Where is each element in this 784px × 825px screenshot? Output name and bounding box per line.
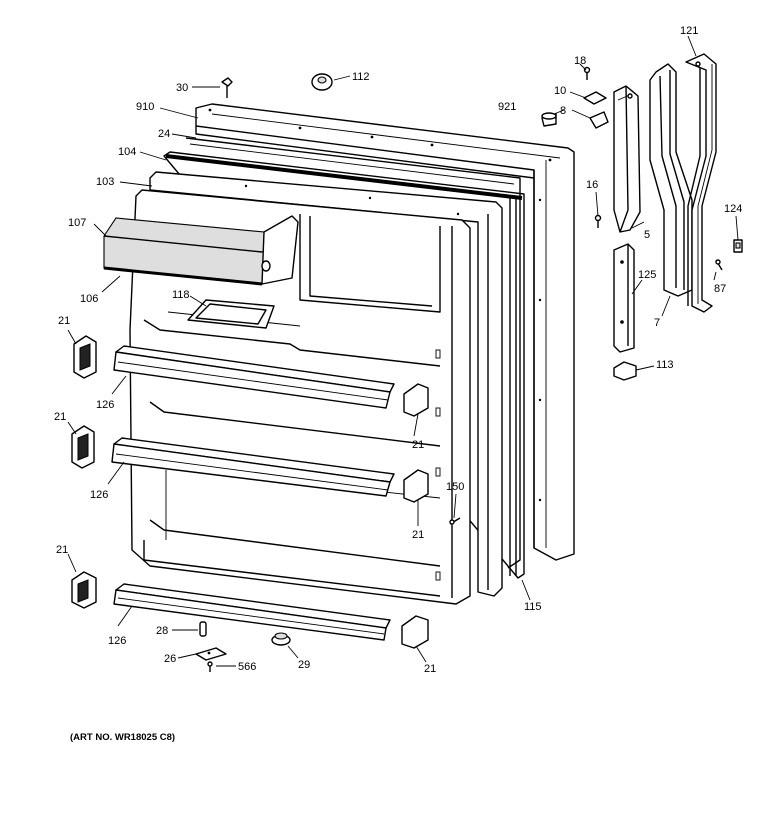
plug-112	[311, 73, 333, 91]
screw-16	[594, 214, 602, 228]
callout-124: 124	[724, 203, 742, 215]
callout-126-middle: 126	[90, 489, 108, 501]
screw-30	[221, 77, 233, 98]
outer-door-panel	[195, 103, 575, 561]
callout-7: 7	[654, 317, 660, 329]
callout-126-upper: 126	[96, 399, 114, 411]
callout-21-right-2: 21	[412, 529, 424, 541]
callout-126-lower: 126	[108, 635, 126, 647]
door-stop-29	[271, 632, 291, 646]
callout-112: 112	[352, 71, 370, 83]
screw-566	[207, 661, 213, 672]
shelf-end-cap-right-3	[401, 615, 429, 649]
callout-103: 103	[96, 176, 114, 188]
callout-106: 106	[80, 293, 98, 305]
dairy-compartment-door	[103, 215, 299, 285]
callout-21-left-3: 21	[56, 544, 68, 556]
callout-921: 921	[498, 101, 516, 113]
pin-28	[199, 621, 207, 637]
shelf-end-cap-right-1	[403, 383, 429, 417]
callout-87: 87	[714, 283, 726, 295]
shelf-end-cap-left-1	[73, 335, 97, 379]
shelf-end-cap-right-2	[403, 469, 429, 503]
callout-21-left-2: 21	[54, 411, 66, 423]
callout-118: 118	[172, 289, 190, 301]
screw-87	[715, 259, 723, 271]
door-handle-121	[685, 53, 717, 313]
door-insulation	[185, 137, 521, 569]
callout-566: 566	[238, 661, 256, 673]
callout-24: 24	[158, 128, 170, 140]
callout-5: 5	[644, 229, 650, 241]
callout-29: 29	[298, 659, 310, 671]
callout-10: 10	[554, 85, 566, 97]
shelf-end-cap-left-2	[71, 425, 95, 469]
callout-21-left-1: 21	[58, 315, 70, 327]
callout-104: 104	[118, 146, 136, 158]
egg-tray	[187, 299, 275, 329]
callout-30: 30	[176, 82, 188, 94]
hinge-bracket-5	[613, 85, 641, 233]
callout-121: 121	[680, 25, 698, 37]
callout-28: 28	[156, 625, 168, 637]
callout-113: 113	[656, 359, 674, 371]
dairy-compartment-rail	[103, 266, 263, 286]
callout-125: 125	[638, 269, 656, 281]
door-shelf-bar-lower	[113, 583, 391, 641]
clip-124	[733, 239, 743, 253]
door-handle-7	[649, 63, 693, 297]
callout-labels: 30 112 910 24 104 103 107 106 118 21 126…	[54, 25, 742, 675]
callout-26: 26	[164, 653, 176, 665]
shelf-end-cap-left-3	[71, 571, 97, 609]
callout-107: 107	[68, 217, 86, 229]
handle-mount-125	[613, 243, 635, 353]
bracket-10	[583, 91, 607, 105]
callout-18: 18	[574, 55, 586, 67]
leader-lines	[67, 35, 739, 667]
bushing-8	[589, 111, 609, 129]
callout-150: 150	[446, 481, 464, 493]
art-number-caption: (ART NO. WR18025 C8)	[70, 732, 175, 743]
callout-16: 16	[586, 179, 598, 191]
door-shelf-bar-upper	[113, 345, 395, 409]
callout-115: 115	[524, 601, 542, 613]
callout-8: 8	[560, 105, 566, 117]
handle-cap-113	[613, 361, 637, 381]
screw-18	[583, 66, 591, 80]
screw-150	[449, 517, 461, 525]
cap-921	[541, 112, 557, 127]
callout-910: 910	[136, 101, 154, 113]
door-shelf-bar-middle	[111, 437, 395, 497]
plate-26	[195, 647, 227, 661]
callout-21-right-3: 21	[424, 663, 436, 675]
callout-21-right-1: 21	[412, 439, 424, 451]
